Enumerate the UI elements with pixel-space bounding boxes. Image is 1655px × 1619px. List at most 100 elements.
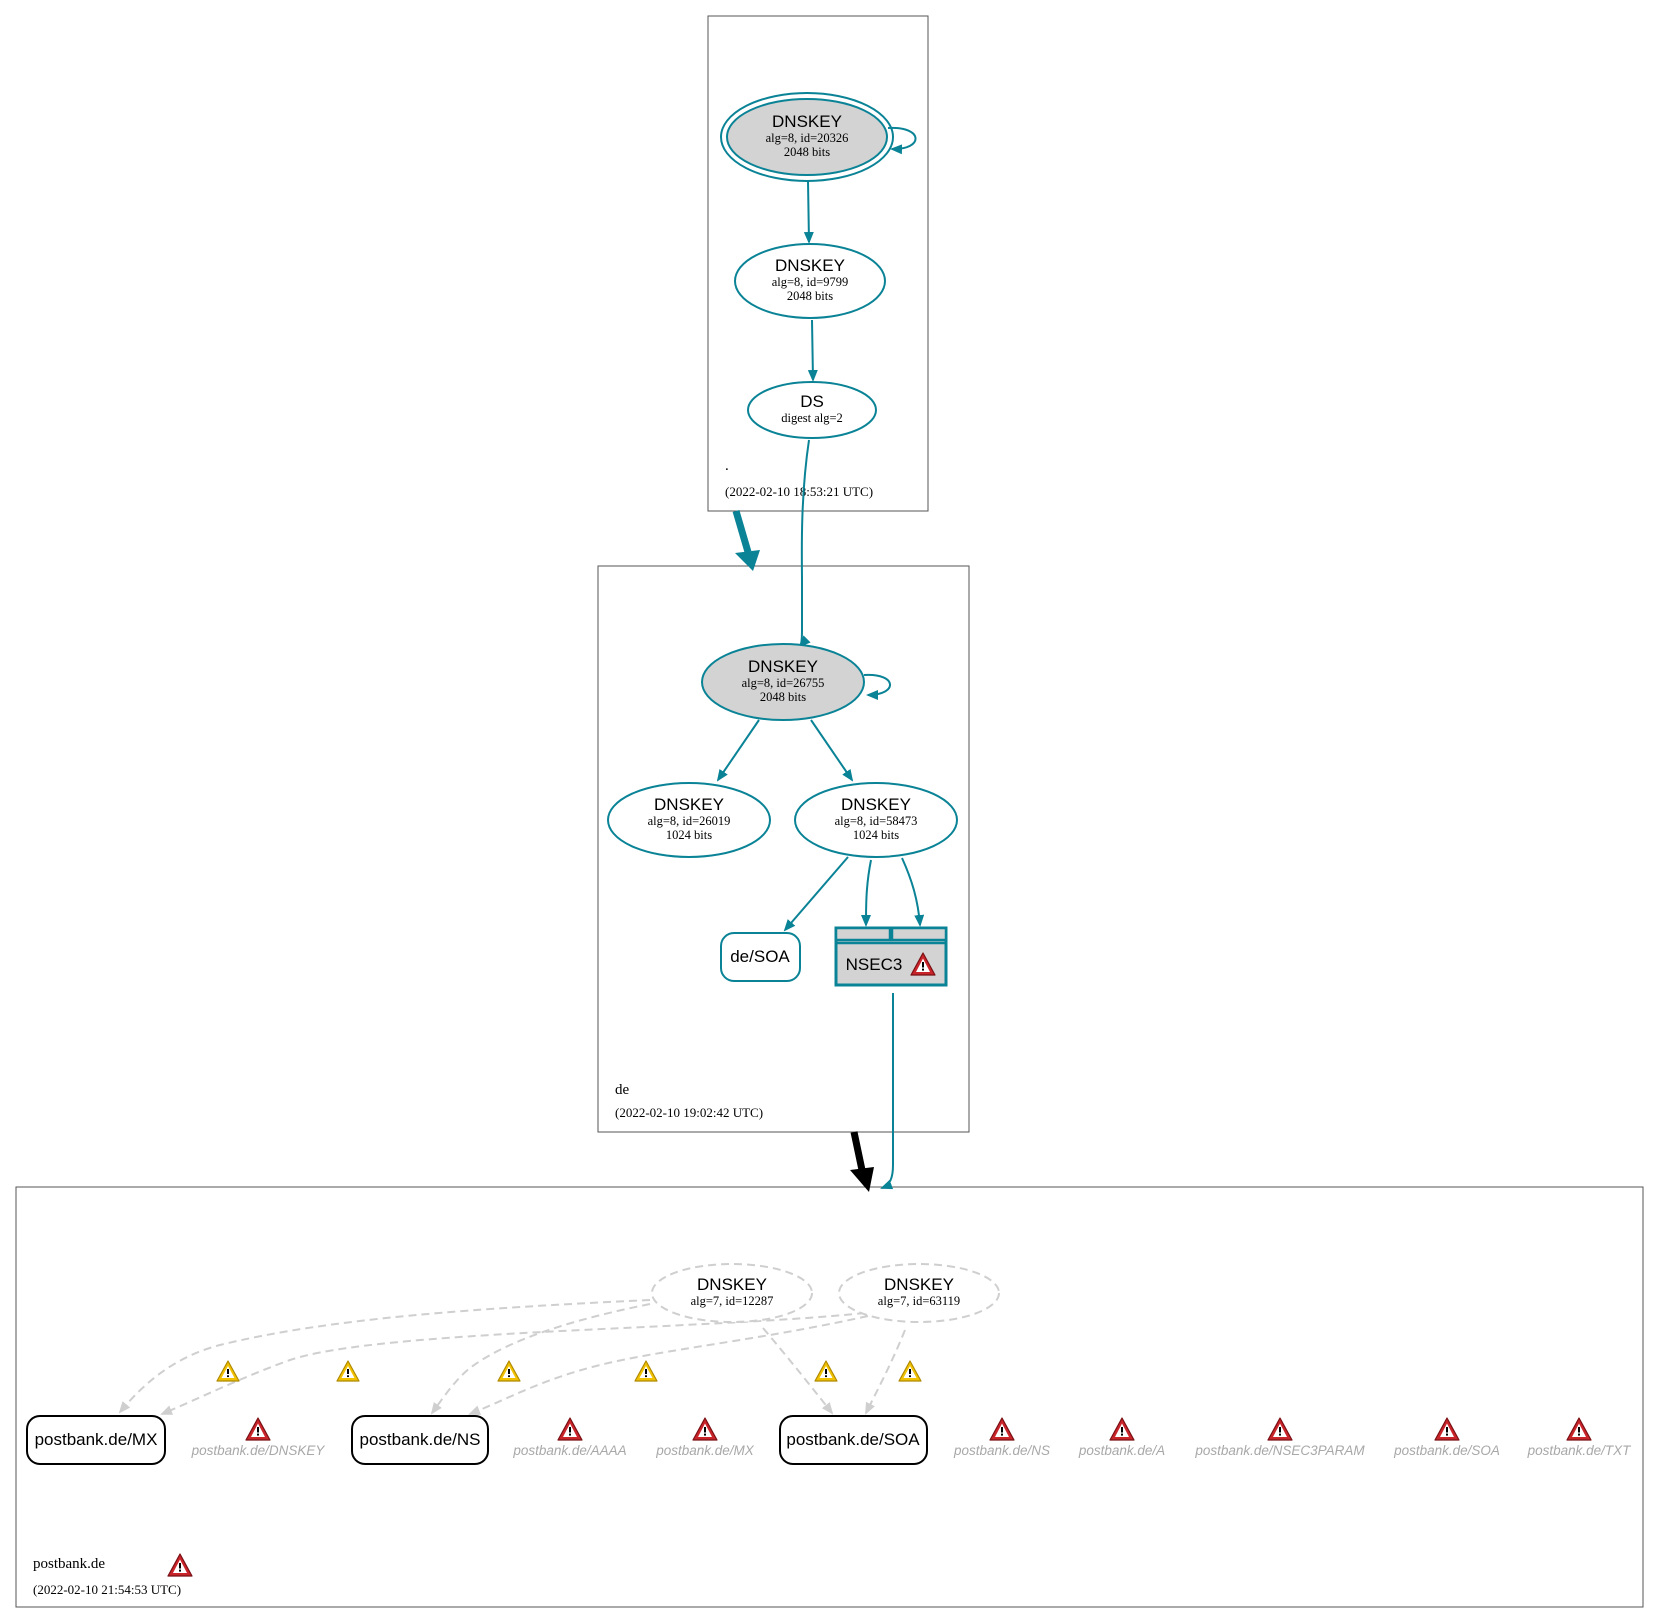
zone-de-box bbox=[597, 565, 970, 1133]
zone-de-date: (2022-02-10 19:02:42 UTC) bbox=[615, 1105, 763, 1120]
de-zsk1-title: DNSKEY bbox=[654, 795, 724, 814]
edge-pb-key2-to-soa bbox=[865, 1329, 906, 1415]
root-ksk-title: DNSKEY bbox=[772, 112, 842, 131]
missing-a-error-icon bbox=[1109, 1417, 1135, 1441]
de-zsk2-node[interactable]: DNSKEY alg=8, id=58473 1024 bits bbox=[794, 782, 958, 858]
edge-root-ds-to-de-ksk bbox=[798, 439, 811, 648]
edge-de-zsk2-to-soa bbox=[783, 856, 849, 932]
missing-mx-error-icon bbox=[692, 1417, 718, 1441]
root-zsk-line2: 2048 bits bbox=[787, 289, 833, 303]
edge-root-zsk-to-ds bbox=[807, 319, 818, 382]
missing-soa-error-icon bbox=[1434, 1417, 1460, 1441]
root-ksk-line2: 2048 bits bbox=[784, 145, 830, 159]
edge-pb-key1-to-mx bbox=[118, 1299, 651, 1414]
missing-nsec3param-error-icon bbox=[1267, 1417, 1293, 1441]
de-nsec3-node[interactable]: NSEC3 bbox=[834, 926, 948, 987]
missing-dnskey-error-icon bbox=[245, 1417, 271, 1441]
missing-mx-record[interactable]: postbank.de/MX bbox=[655, 1417, 755, 1458]
pb-dnskey-12287-title: DNSKEY bbox=[697, 1275, 767, 1294]
missing-aaaa-error-icon bbox=[557, 1417, 583, 1441]
pb-soa-label: postbank.de/SOA bbox=[786, 1430, 920, 1449]
delegation-root-to-de-arrow bbox=[732, 510, 752, 553]
missing-dnskey-record[interactable]: postbank.de/DNSKEY bbox=[191, 1417, 326, 1458]
edge-de-ksk-to-zsk2 bbox=[810, 719, 854, 782]
de-nsec3-label: NSEC3 bbox=[846, 955, 903, 974]
pb-soa-node[interactable]: postbank.de/SOA bbox=[779, 1415, 928, 1465]
pb-dnskey-63119-node[interactable]: DNSKEY alg=7, id=63119 bbox=[838, 1263, 1000, 1323]
zone-de-name: de bbox=[615, 1082, 630, 1098]
pb-mx-label: postbank.de/MX bbox=[35, 1430, 158, 1449]
de-zsk1-node[interactable]: DNSKEY alg=8, id=26019 1024 bits bbox=[607, 782, 771, 858]
edge-root-ksk-self bbox=[887, 126, 917, 155]
missing-a-record[interactable]: postbank.de/A bbox=[1078, 1417, 1165, 1458]
de-ksk-title: DNSKEY bbox=[748, 657, 818, 676]
missing-aaaa-record[interactable]: postbank.de/AAAA bbox=[512, 1417, 627, 1458]
root-ksk-node[interactable]: DNSKEY alg=8, id=20326 2048 bits bbox=[720, 92, 894, 182]
root-ds-node[interactable]: DS digest alg=2 bbox=[747, 381, 877, 439]
de-zsk1-line1: alg=8, id=26019 bbox=[648, 814, 731, 828]
edge-pb-key1-to-ns bbox=[430, 1303, 651, 1415]
pb-ns-node[interactable]: postbank.de/NS bbox=[351, 1415, 489, 1465]
de-zsk1-line2: 1024 bits bbox=[666, 828, 712, 842]
missing-soa-record[interactable]: postbank.de/SOA bbox=[1393, 1417, 1500, 1458]
edge-de-nsec3-to-postbank bbox=[880, 993, 894, 1190]
pb-dnskey-12287-node[interactable]: DNSKEY alg=7, id=12287 bbox=[651, 1263, 813, 1323]
warning-edge-key2-mx-icon bbox=[336, 1360, 360, 1382]
zone-postbank-name: postbank.de bbox=[33, 1556, 105, 1572]
missing-mx-label: postbank.de/MX bbox=[655, 1443, 755, 1458]
de-soa-node[interactable]: de/SOA bbox=[720, 932, 801, 982]
zone-root-box bbox=[707, 15, 929, 512]
root-zsk-node[interactable]: DNSKEY alg=8, id=9799 2048 bits bbox=[734, 243, 886, 319]
zone-postbank-error-icon bbox=[167, 1553, 193, 1577]
zone-root-name: . bbox=[725, 458, 729, 474]
root-zsk-line1: alg=8, id=9799 bbox=[772, 275, 849, 289]
de-ksk-line1: alg=8, id=26755 bbox=[742, 676, 825, 690]
pb-dnskey-63119-line1: alg=7, id=63119 bbox=[878, 1294, 960, 1308]
de-zsk2-line1: alg=8, id=58473 bbox=[835, 814, 918, 828]
root-ds-title: DS bbox=[800, 392, 824, 411]
warning-edge-key1-soa-icon bbox=[814, 1360, 838, 1382]
missing-dnskey-label: postbank.de/DNSKEY bbox=[191, 1443, 326, 1458]
missing-aaaa-label: postbank.de/AAAA bbox=[512, 1443, 626, 1458]
delegation-de-to-postbank-arrow bbox=[850, 1131, 866, 1171]
zone-postbank-date: (2022-02-10 21:54:53 UTC) bbox=[33, 1582, 181, 1597]
missing-a-label: postbank.de/A bbox=[1078, 1443, 1165, 1458]
missing-ns-label: postbank.de/NS bbox=[953, 1443, 1050, 1458]
warning-edge-key1-mx-icon bbox=[216, 1360, 240, 1382]
root-zsk-title: DNSKEY bbox=[775, 256, 845, 275]
pb-dnskey-63119-title: DNSKEY bbox=[884, 1275, 954, 1294]
edge-pb-key2-to-ns bbox=[468, 1315, 869, 1415]
de-soa-label: de/SOA bbox=[730, 947, 790, 966]
edge-de-ksk-to-zsk1 bbox=[716, 719, 760, 782]
missing-ns-error-icon bbox=[989, 1417, 1015, 1441]
missing-nsec3param-record[interactable]: postbank.de/NSEC3PARAM bbox=[1194, 1417, 1365, 1458]
missing-txt-error-icon bbox=[1566, 1417, 1592, 1441]
pb-dnskey-12287-line1: alg=7, id=12287 bbox=[691, 1294, 774, 1308]
edge-de-ksk-self bbox=[863, 673, 891, 700]
missing-ns-record[interactable]: postbank.de/NS bbox=[953, 1417, 1050, 1458]
missing-nsec3param-label: postbank.de/NSEC3PARAM bbox=[1194, 1443, 1365, 1458]
warning-edge-key2-soa-icon bbox=[898, 1360, 922, 1382]
zone-root-date: (2022-02-10 18:53:21 UTC) bbox=[725, 484, 873, 499]
zone-postbank-box bbox=[15, 1186, 1644, 1608]
root-ksk-line1: alg=8, id=20326 bbox=[766, 131, 849, 145]
de-zsk2-line2: 1024 bits bbox=[853, 828, 899, 842]
edge-de-zsk2-to-nsec3-a bbox=[861, 859, 872, 927]
delegation-root-to-de-arrowhead bbox=[735, 550, 760, 571]
missing-txt-label: postbank.de/TXT bbox=[1527, 1443, 1633, 1458]
edge-pb-key2-to-mx bbox=[160, 1312, 866, 1415]
edge-de-zsk2-to-nsec3-b bbox=[901, 857, 925, 927]
delegation-de-to-postbank-arrowhead bbox=[850, 1167, 874, 1192]
edge-pb-key1-to-soa bbox=[762, 1327, 834, 1415]
missing-txt-record[interactable]: postbank.de/TXT bbox=[1527, 1417, 1633, 1458]
missing-soa-label: postbank.de/SOA bbox=[1393, 1443, 1500, 1458]
root-ds-line1: digest alg=2 bbox=[781, 411, 843, 425]
de-zsk2-title: DNSKEY bbox=[841, 795, 911, 814]
pb-ns-label: postbank.de/NS bbox=[360, 1430, 481, 1449]
warning-edge-key2-ns-icon bbox=[634, 1360, 658, 1382]
de-ksk-line2: 2048 bits bbox=[760, 690, 806, 704]
pb-mx-node[interactable]: postbank.de/MX bbox=[26, 1415, 166, 1465]
de-ksk-node[interactable]: DNSKEY alg=8, id=26755 2048 bits bbox=[701, 643, 865, 721]
warning-edge-key1-ns-icon bbox=[497, 1360, 521, 1382]
